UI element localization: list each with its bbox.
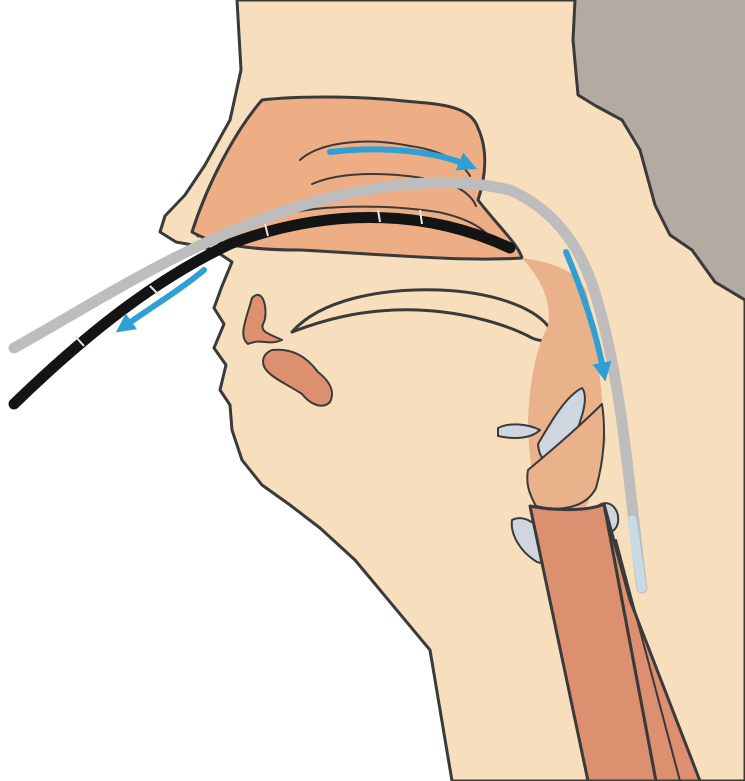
nasogastric-tube-anatomy-diagram <box>0 0 745 781</box>
illustration-stage <box>0 0 745 781</box>
